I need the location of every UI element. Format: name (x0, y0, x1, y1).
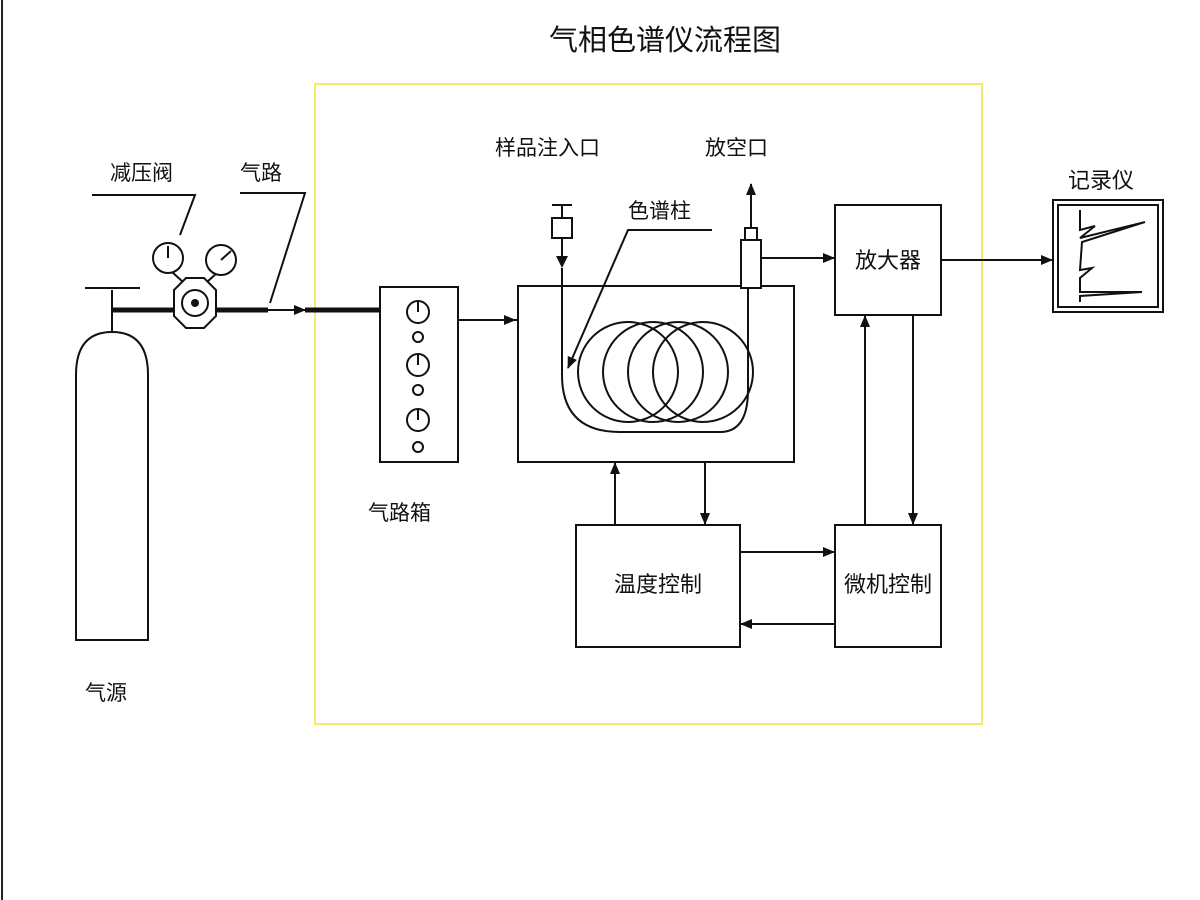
micro-control-label: 微机控制 (844, 573, 932, 598)
vent-label: 放空口 (705, 136, 768, 160)
sample-inlet-label: 样品注入口 (495, 136, 600, 160)
pressure-valve-label: 减压阀 (110, 161, 173, 185)
pressure-valve-icon (152, 242, 237, 329)
recorder-label: 记录仪 (1068, 169, 1134, 194)
amplifier-label: 放大器 (855, 249, 921, 274)
gas-box-label: 气路箱 (368, 501, 431, 525)
temp-control-label: 温度控制 (614, 573, 702, 598)
instrument-frame (314, 83, 983, 725)
recorder-icon (1052, 199, 1164, 313)
micro-control-box (834, 524, 942, 648)
gas-source-label: 气源 (85, 681, 127, 705)
column-leader (567, 229, 712, 369)
column-label: 色谱柱 (628, 199, 691, 223)
diagram-title: 气相色谱仪流程图 (549, 23, 781, 57)
gas-box (379, 286, 459, 463)
gas-line-leader (240, 192, 307, 304)
pressure-valve-leader (92, 194, 197, 236)
column-coil-icon (561, 288, 754, 433)
sample-inlet-icon (551, 204, 573, 320)
temp-control-box (575, 524, 741, 648)
gas-cylinder-icon (75, 287, 149, 641)
gas-line-label: 气路 (240, 161, 282, 185)
detector-icon (740, 183, 762, 289)
gas-box-gauges-icon (406, 300, 430, 453)
